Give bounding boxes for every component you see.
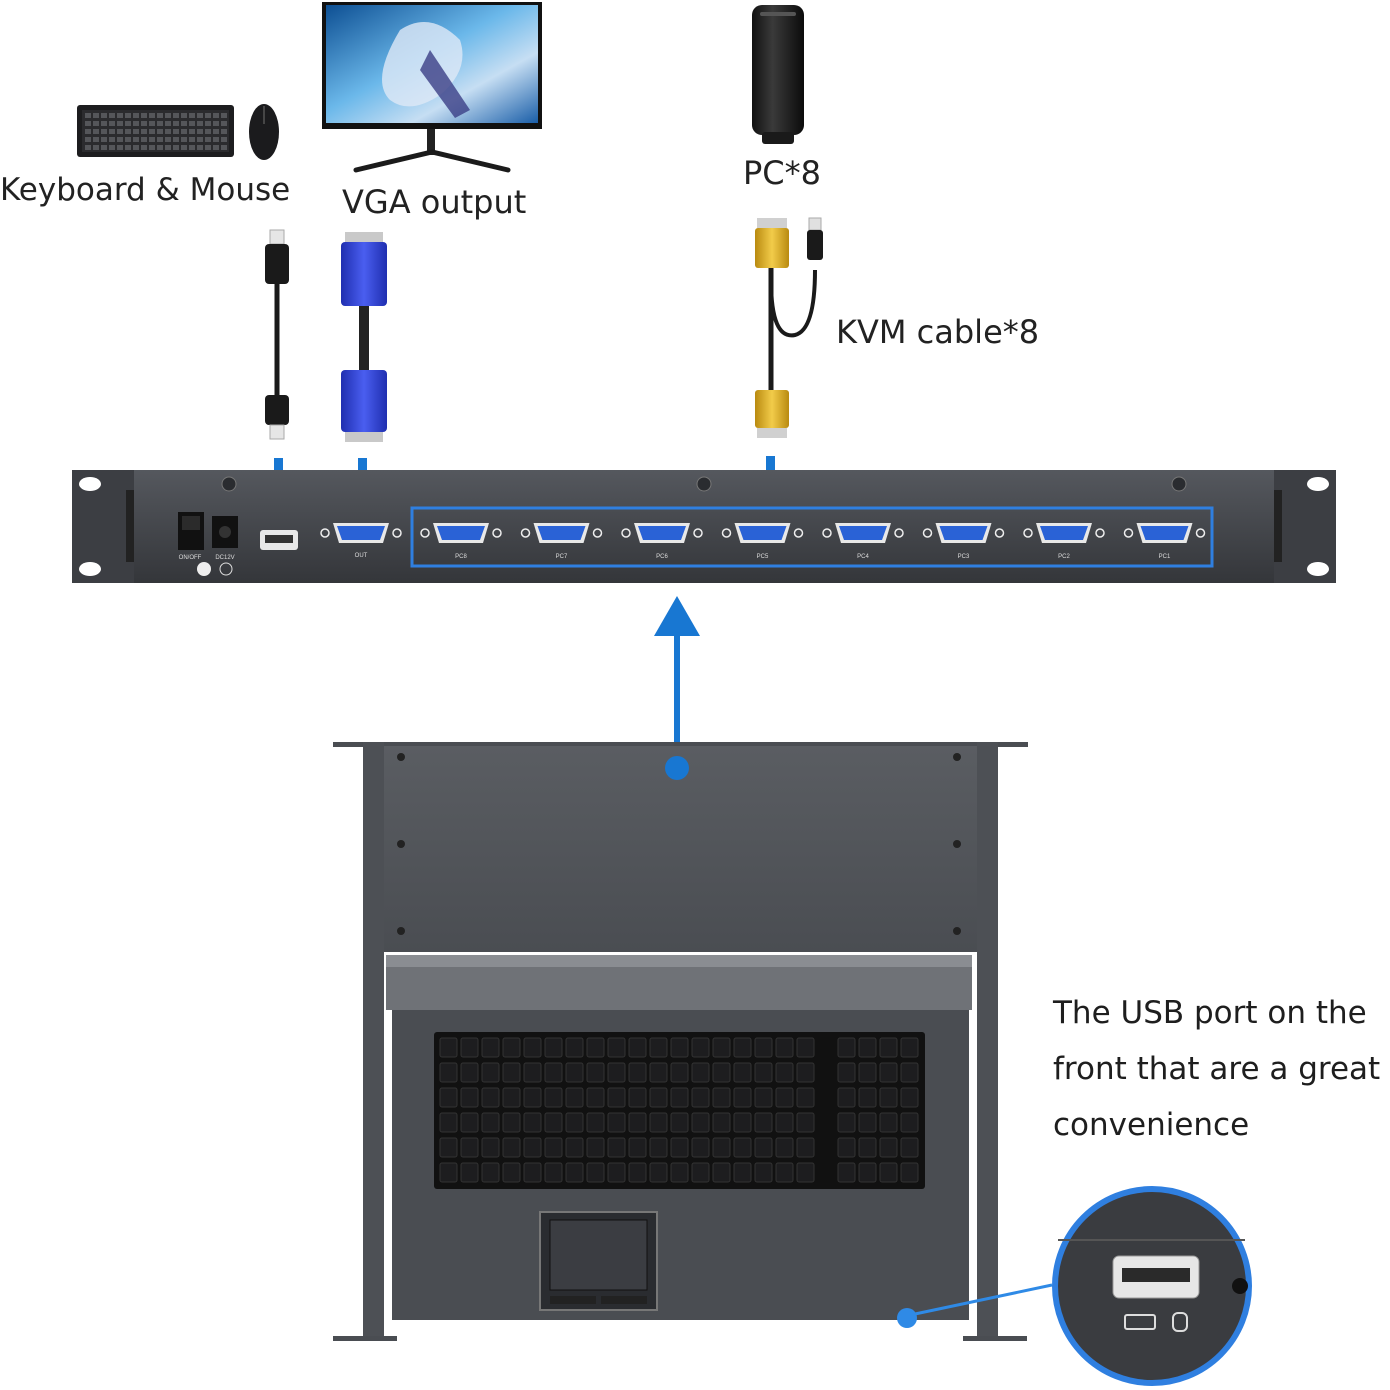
usb-plug-icon xyxy=(265,229,289,440)
description-line-3: convenience xyxy=(1053,1107,1250,1143)
pc-label: PC*8 xyxy=(743,154,821,192)
vga-port-pc7[interactable] xyxy=(520,523,603,543)
keyboard-icon xyxy=(77,105,234,157)
kvm-cable-label: KVM cable*8 xyxy=(836,313,1040,351)
keyboard-mouse-label: Keyboard & Mouse xyxy=(0,172,291,208)
port-label-pc3: PC3 xyxy=(958,554,970,560)
vga-port-pc8[interactable] xyxy=(420,523,502,543)
description-line-1: The USB port on the xyxy=(1053,995,1367,1031)
vga-port-pc4[interactable] xyxy=(822,523,904,543)
rear-usb-port[interactable] xyxy=(260,530,298,550)
front-usb-marker xyxy=(897,1308,917,1328)
power-switch[interactable] xyxy=(178,512,204,550)
usb-port-icon[interactable] xyxy=(1112,1255,1200,1299)
kvm-console xyxy=(333,742,1028,1341)
pc-tower-icon xyxy=(752,5,804,144)
pc-ports-highlight xyxy=(410,506,1214,568)
vga-output-label: VGA output xyxy=(342,183,527,221)
port-label-pc6: PC6 xyxy=(656,554,668,560)
vga-out-port[interactable] xyxy=(320,523,402,543)
port-label-pc2: PC2 xyxy=(1058,554,1070,560)
port-label-pc8: PC8 xyxy=(455,554,467,560)
monitor-icon xyxy=(322,2,542,173)
pc-ports-group: PC8 PC7 PC6 PC5 PC4 PC3 PC2 PC1 xyxy=(420,523,1206,560)
vga-port-pc5[interactable] xyxy=(721,523,804,543)
vga-port-pc1[interactable] xyxy=(1123,523,1206,543)
port-label-pc7: PC7 xyxy=(556,554,568,560)
port-label-pc1: PC1 xyxy=(1159,554,1171,560)
dc-input-label: DC12V xyxy=(215,555,234,561)
vga-port-pc3[interactable] xyxy=(922,523,1005,543)
port-label-pc5: PC5 xyxy=(757,554,769,560)
arrow-up xyxy=(654,596,700,774)
front-usb-zoom xyxy=(1052,1186,1252,1386)
power-switch-label: ON/OFF xyxy=(179,555,202,561)
vga-connector-icon xyxy=(341,232,387,442)
mouse-icon xyxy=(249,104,279,160)
rear-panel xyxy=(72,470,1336,583)
vga-out-label: OUT xyxy=(355,553,368,559)
port-label-pc4: PC4 xyxy=(857,554,869,560)
dc-input-port xyxy=(212,516,238,548)
vga-port-pc6[interactable] xyxy=(621,523,703,543)
front-usb-description: The USB port on the front that are a gre… xyxy=(1053,985,1390,1153)
description-line-2: front that are a great xyxy=(1053,1051,1381,1087)
kvm-cable-icon xyxy=(755,217,823,438)
vga-port-pc2[interactable] xyxy=(1023,523,1105,543)
touchpad[interactable] xyxy=(539,1211,658,1311)
rear-marker xyxy=(665,756,689,780)
